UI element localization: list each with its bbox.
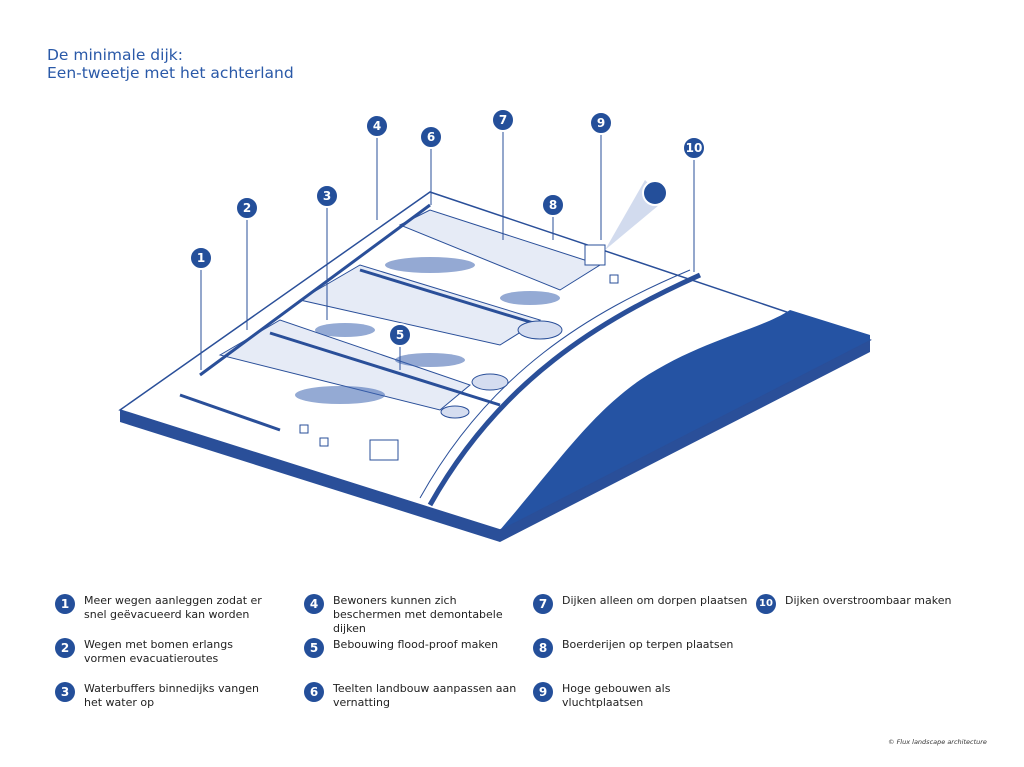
marker-6: 6 xyxy=(419,125,443,149)
marker-4: 4 xyxy=(365,114,389,138)
marker-5: 5 xyxy=(388,323,412,347)
svg-text:1: 1 xyxy=(197,251,205,265)
svg-text:7: 7 xyxy=(499,113,507,127)
emergency-exit-icon xyxy=(642,180,668,206)
roads xyxy=(179,203,541,432)
page-title: De minimale dijk: Een-tweetje met het ac… xyxy=(47,46,294,82)
svg-text:8: 8 xyxy=(549,198,557,212)
svg-text:6: 6 xyxy=(427,130,435,144)
marker-9: 9 xyxy=(589,111,613,135)
marker-3: 3 xyxy=(315,184,339,208)
credit: © Flux landscape architecture xyxy=(888,738,987,746)
svg-text:2: 2 xyxy=(243,201,251,215)
marker-2: 2 xyxy=(235,196,259,220)
marker-10: 10 xyxy=(682,136,706,160)
svg-text:5: 5 xyxy=(396,328,404,342)
dike-inner xyxy=(419,269,691,499)
dike xyxy=(427,272,702,507)
markers: 1 2 3 4 5 6 7 8 9 10 xyxy=(189,108,706,347)
water-buffers xyxy=(295,257,560,404)
terp-mounds xyxy=(440,320,563,419)
svg-text:10: 10 xyxy=(686,141,703,155)
title-line-2: Een-tweetje met het achterland xyxy=(47,64,294,82)
marker-8: 8 xyxy=(541,193,565,217)
svg-text:9: 9 xyxy=(597,116,605,130)
svg-text:4: 4 xyxy=(373,119,381,133)
title-line-1: De minimale dijk: xyxy=(47,46,183,64)
marker-leaders xyxy=(200,130,695,370)
marker-1: 1 xyxy=(189,246,213,270)
river-water xyxy=(500,310,870,530)
marker-7: 7 xyxy=(491,108,515,132)
svg-text:3: 3 xyxy=(323,189,331,203)
village-blocks xyxy=(299,244,619,461)
